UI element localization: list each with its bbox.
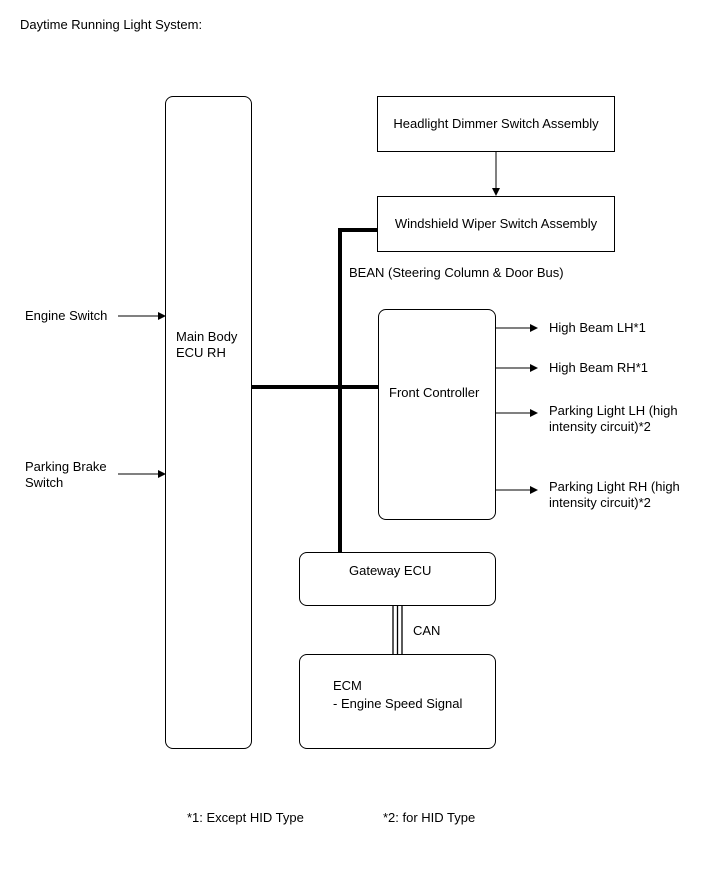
high-beam-lh-label: High Beam LH*1 xyxy=(549,320,646,335)
main-body-ecu-block: Main Body ECU RH xyxy=(165,96,252,749)
parking-light-rh-label-1: Parking Light RH (high xyxy=(549,479,680,494)
parking-light-lh-label-2: intensity circuit)*2 xyxy=(549,419,651,434)
parking-brake-label-2: Switch xyxy=(25,475,64,490)
high-beam-rh-label: High Beam RH*1 xyxy=(549,360,648,375)
bean-bus-lines xyxy=(252,228,378,553)
front-controller-label: Front Controller xyxy=(389,385,480,400)
headlight-dimmer-switch-label: Headlight Dimmer Switch Assembly xyxy=(393,116,599,131)
footnote-1: *1: Except HID Type xyxy=(187,810,304,825)
engine-switch-label: Engine Switch xyxy=(25,308,108,323)
headlight-dimmer-switch-block: Headlight Dimmer Switch Assembly xyxy=(377,96,615,152)
diagram-title: Daytime Running Light System: xyxy=(20,17,203,32)
parking-light-lh-label-1: Parking Light LH (high xyxy=(549,403,678,418)
main-body-ecu-label-2: ECU RH xyxy=(176,345,226,360)
parking-brake-label-1: Parking Brake xyxy=(25,459,107,474)
parking-light-rh-label-2: intensity circuit)*2 xyxy=(549,495,651,510)
ecm-signal-label: - Engine Speed Signal xyxy=(333,696,463,711)
front-controller-block: Front Controller xyxy=(378,309,496,520)
main-body-ecu-label-1: Main Body xyxy=(176,329,238,344)
gateway-ecu-block: Gateway ECU xyxy=(299,552,496,606)
bean-bus-label: BEAN (Steering Column & Door Bus) xyxy=(349,265,564,280)
windshield-wiper-switch-label: Windshield Wiper Switch Assembly xyxy=(394,216,598,231)
footnote-2: *2: for HID Type xyxy=(383,810,476,825)
gateway-ecu-label: Gateway ECU xyxy=(349,563,432,578)
ecm-label: ECM xyxy=(333,678,362,693)
windshield-wiper-switch-block: Windshield Wiper Switch Assembly xyxy=(377,196,615,252)
can-bus-lines xyxy=(392,606,403,655)
ecm-block: ECM - Engine Speed Signal xyxy=(299,654,496,749)
can-bus-label: CAN xyxy=(413,623,441,638)
